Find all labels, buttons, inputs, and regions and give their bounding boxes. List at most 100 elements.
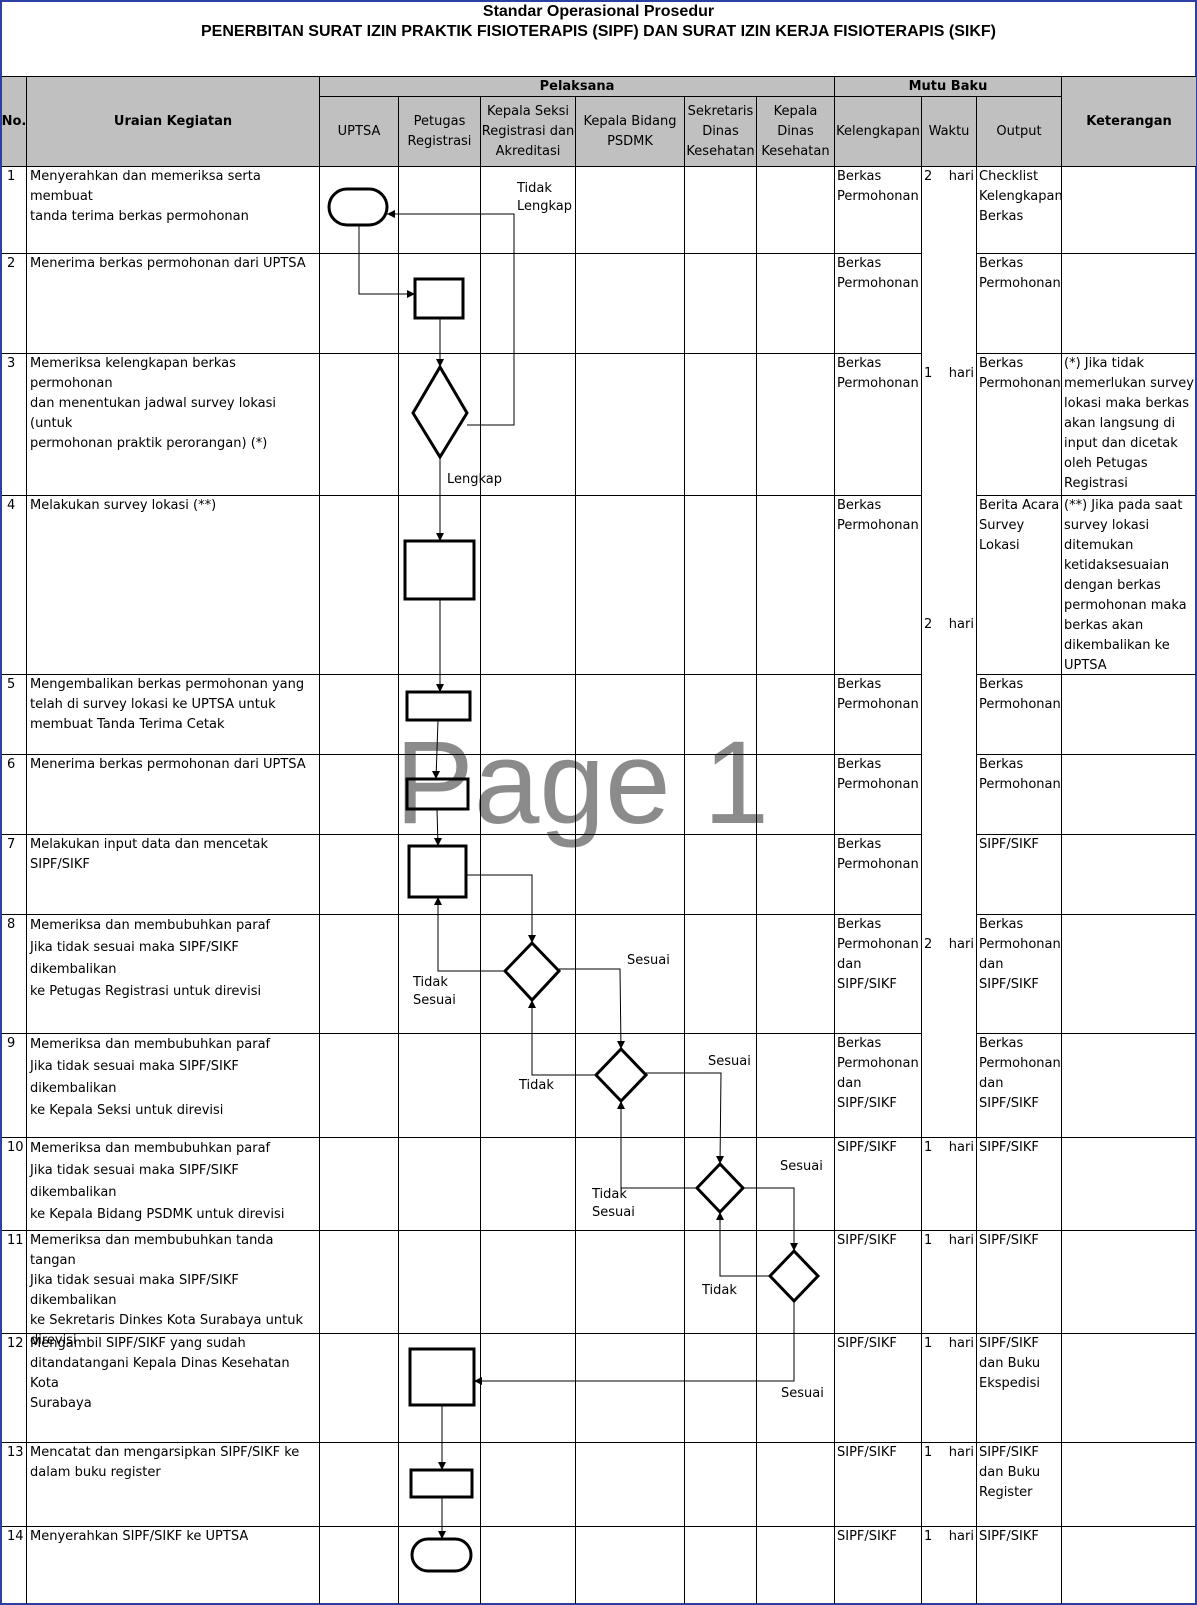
row-no: 13 [7,1445,24,1460]
grid-lines [2,76,1196,1604]
process-box-2 [413,277,465,320]
merged-waktu-1: 1 hari [924,366,974,381]
row-uraian: Melakukan survey lokasi (**) [30,498,217,513]
row-output: Berkas Permohonan [979,356,1061,391]
decision-diamond-8 [502,940,562,1003]
row-no: 4 [7,498,16,513]
flow-label-tidak-9: Tidak [519,1078,554,1093]
process-box-13 [409,1468,474,1499]
row-waktu: 1 hari [924,1445,974,1460]
row-uraian: Menyerahkan SIPF/SIKF ke UPTSA [30,1529,249,1544]
row-kelengkapan: Berkas Permohonan [837,677,919,712]
header-mutu-baku: Mutu Baku [908,78,988,94]
row-waktu: 1 hari [924,1529,974,1544]
flow-label-tidak-sesuai-10: Tidak Sesuai [592,1187,635,1220]
row-uraian: Menerima berkas permohonan dari UPTSA [30,757,306,772]
row-no: 12 [7,1336,24,1351]
row-waktu: 2 hari [924,937,974,952]
row-no: 2 [7,256,16,271]
row-uraian: Melakukan input data dan mencetak SIPF/S… [30,837,269,872]
row-uraian: Memeriksa dan membubuhkan paraf Jika tid… [30,1141,285,1222]
flow-label-tidak-11: Tidak [702,1283,737,1298]
row-kelengkapan: SIPF/SIKF [837,1529,897,1544]
row-kelengkapan: Berkas Permohonan dan SIPF/SIKF [837,917,919,992]
process-box-7 [407,844,468,899]
header-uraian: Uraian Kegiatan [113,113,233,129]
flow-label-lengkap: Lengkap [447,472,503,487]
row-waktu: 1 hari [924,1336,974,1351]
row-kelengkapan: Berkas Permohonan dan SIPF/SIKF [837,1036,919,1111]
header-pelaksana: Pelaksana [539,78,615,94]
process-box-4 [403,539,476,601]
flow-label-sesuai-10: Sesuai [780,1159,823,1174]
row-waktu: 1 hari [924,1233,974,1248]
page-watermark: Page 1 [395,717,769,849]
row-output: SIPF/SIKF dan Buku Ekspedisi [979,1336,1041,1391]
row-no: 8 [7,917,16,932]
document-title: Standar Operasional Prosedur [482,3,715,20]
row-uraian: Menyerahkan dan memeriksa serta membuat … [30,169,261,224]
row-output: SIPF/SIKF [979,1140,1039,1155]
header-keterangan: Keterangan [1086,113,1172,129]
row-kelengkapan: Berkas Permohonan [837,256,919,291]
row-kelengkapan: Berkas Permohonan [837,356,919,391]
row-kelengkapan: Berkas Permohonan [837,837,919,872]
start-terminator [327,187,389,227]
row-no: 14 [7,1529,24,1544]
row-no: 6 [7,757,16,772]
row-kelengkapan: SIPF/SIKF [837,1140,897,1155]
flow-label-sesuai-9: Sesuai [708,1054,751,1069]
row-kelengkapan: SIPF/SIKF [837,1233,897,1248]
header-output: Output [996,123,1042,139]
row-output: SIPF/SIKF [979,837,1039,852]
merged-waktu-2: 2 hari [924,617,974,632]
arrowheads [387,210,798,1539]
row-output: Berkas Permohonan [979,677,1061,712]
row-kelengkapan: SIPF/SIKF [837,1445,897,1460]
process-box-5 [405,690,472,722]
row-kelengkapan: Berkas Permohonan [837,169,919,204]
row-uraian: Mengambil SIPF/SIKF yang sudah ditandata… [30,1336,290,1411]
row-kelengkapan: SIPF/SIKF [837,1336,897,1351]
row-keterangan: (**) Jika pada saat survey lokasi ditemu… [1064,498,1187,673]
row-waktu: 1 hari [924,1140,974,1155]
decision-diamond-10 [694,1161,746,1215]
row-no: 11 [7,1233,24,1248]
decision-diamond-3 [411,364,469,460]
header-kepala-bidang: Kepala Bidang PSDMK [583,113,677,149]
row-no: 10 [7,1140,24,1155]
row-output: Berkas Permohonan dan SIPF/SIKF [979,917,1061,992]
merged-waktu-masks [922,252,976,1035]
row-kelengkapan: Berkas Permohonan [837,498,919,533]
flow-label-sesuai-11: Sesuai [781,1386,824,1401]
end-terminator [410,1537,473,1573]
header-no: No. [1,113,27,129]
decision-diamond-11 [767,1248,821,1304]
row-no: 5 [7,677,16,692]
decision-diamond-9 [593,1046,649,1104]
row-kelengkapan: Berkas Permohonan [837,757,919,792]
header-background [2,77,1196,166]
row-output: SIPF/SIKF [979,1233,1039,1248]
row-uraian: Menerima berkas permohonan dari UPTSA [30,256,306,271]
row-output: Berita Acara Survey Lokasi [979,498,1060,553]
row-keterangan: (*) Jika tidak memerlukan survey lokasi … [1064,356,1194,491]
row-output: Berkas Permohonan [979,757,1061,792]
process-box-12 [408,1347,476,1407]
document-subtitle: PENERBITAN SURAT IZIN PRAKTIK FISIOTERAP… [201,23,996,40]
row-uraian: Memeriksa dan membubuhkan tanda tangan J… [30,1233,303,1348]
row-output: Berkas Permohonan [979,256,1061,291]
row-uraian: Memeriksa dan membubuhkan paraf Jika tid… [30,918,271,999]
row-uraian: Mencatat dan mengarsipkan SIPF/SIKF ke d… [30,1445,300,1480]
flowchart [327,187,821,1573]
row-uraian: Mengembalikan berkas permohonan yang tel… [30,677,305,732]
header-sekretaris: Sekretaris Dinas Kesehatan [686,103,755,159]
row-waktu: 2 hari [924,169,974,184]
row-no: 9 [7,1036,16,1051]
header-uptsa: UPTSA [337,123,381,139]
row-output: SIPF/SIKF [979,1529,1039,1544]
header-kepala-dinas: Kepala Dinas Kesehatan [761,103,830,159]
header-kepala-seksi: Kepala Seksi Registrasi dan Akreditasi [481,103,575,159]
